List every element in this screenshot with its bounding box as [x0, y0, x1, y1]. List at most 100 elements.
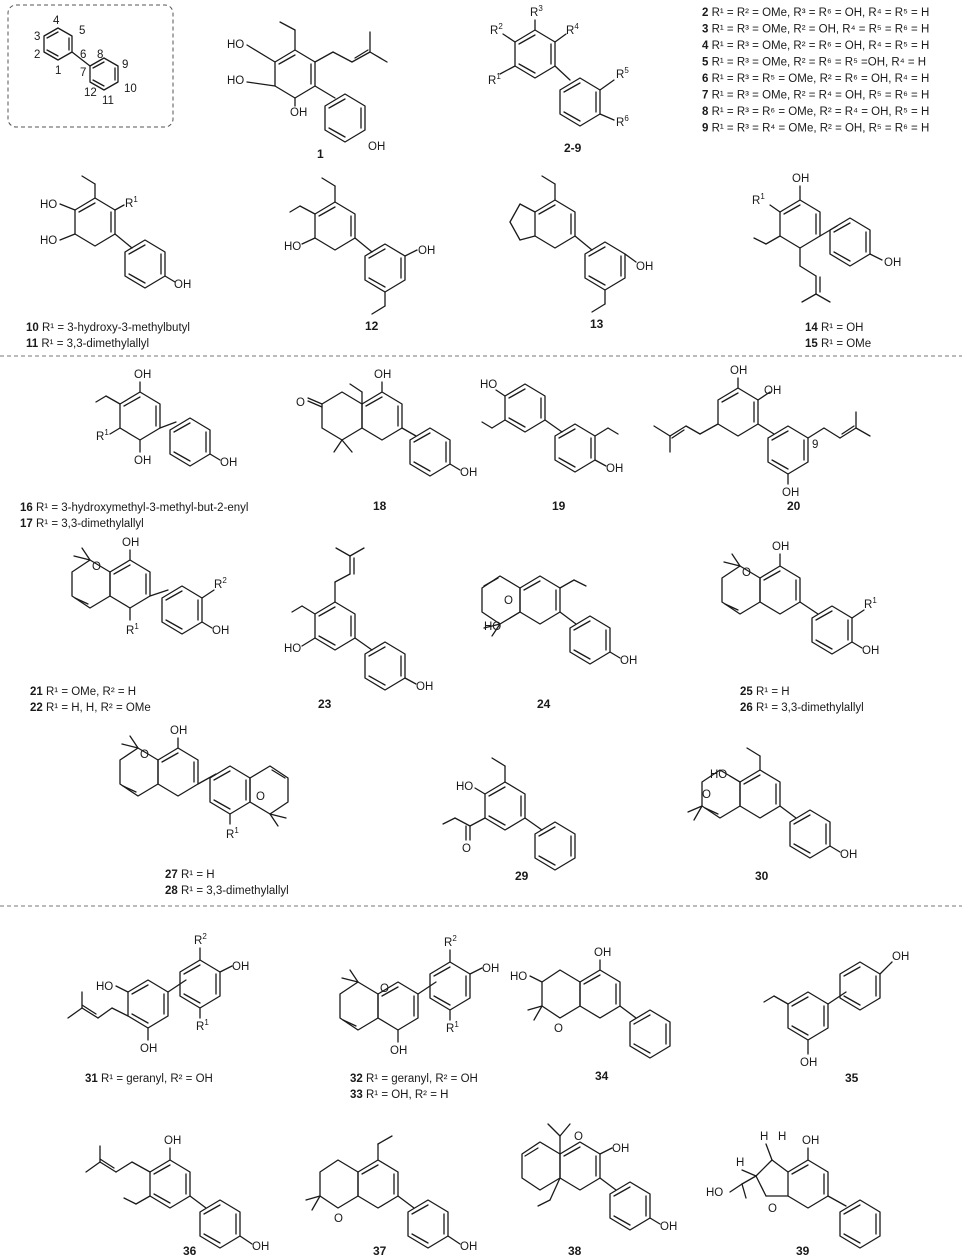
compound-number: 38 — [568, 1244, 582, 1258]
compound-31: R2 OH HO OH R1 31 R¹ = geranyl, R² = OH — [67, 932, 249, 1085]
compound-number: 29 — [515, 869, 529, 883]
svg-text:HO: HO — [40, 235, 57, 247]
svg-text:H: H — [760, 1131, 768, 1143]
skeleton-ring-a — [43, 27, 73, 61]
svg-text:OH: OH — [802, 1135, 819, 1147]
substituent-row: 4 R¹ = R³ = OMe, R² = R⁶ = OH, R⁴ = R⁵ =… — [702, 40, 929, 52]
svg-text:21 R¹ = OMe, R² = H: 21 R¹ = OMe, R² = H — [30, 686, 136, 698]
svg-text:O: O — [574, 1131, 583, 1143]
compound-14-15: OH R1 OH 14 R¹ = OH 15 R¹ = OMe — [752, 173, 901, 350]
svg-text:O: O — [554, 1023, 563, 1035]
svg-text:O: O — [768, 1203, 777, 1215]
svg-text:HO: HO — [480, 379, 497, 391]
compound-number: 23 — [318, 697, 332, 711]
svg-text:HO: HO — [227, 75, 244, 87]
substituent-row: 3 R¹ = R³ = OMe, R² = OH, R⁴ = R⁵ = R⁶ =… — [702, 24, 929, 36]
svg-text:OH: OH — [140, 1043, 157, 1055]
svg-text:OH: OH — [482, 963, 499, 975]
svg-text:OH: OH — [252, 1241, 269, 1253]
compound-number: 19 — [552, 499, 566, 513]
svg-text:OH: OH — [594, 947, 611, 959]
compound-37: O OH 37 — [305, 1135, 477, 1258]
svg-text:R1: R1 — [864, 596, 877, 611]
compound-number: 35 — [845, 1071, 859, 1085]
svg-text:O: O — [92, 561, 101, 573]
compound-number: 34 — [595, 1069, 609, 1083]
svg-text:R2: R2 — [490, 22, 503, 37]
svg-text:HO: HO — [284, 643, 301, 655]
substituent-row: 5 R¹ = R³ = OMe, R² = R⁶ = R⁵ =OH, R⁴ = … — [702, 57, 926, 69]
svg-text:11 R¹ = 3,3-dimethylallyl: 11 R¹ = 3,3-dimethylallyl — [26, 338, 149, 350]
svg-text:HO: HO — [706, 1187, 723, 1199]
svg-text:O: O — [504, 595, 513, 607]
compound-39: O OH HO H H H 39 — [706, 1131, 881, 1258]
compound-16-17: OH R1 OH OH 16 R¹ = 3-hydroxymethyl-3-me… — [20, 369, 249, 530]
compound-number: 20 — [787, 499, 801, 513]
svg-text:27 R¹ = H: 27 R¹ = H — [165, 869, 215, 881]
svg-text:OH: OH — [390, 1045, 407, 1057]
svg-text:O: O — [742, 567, 751, 579]
svg-text:14 R¹ = OH: 14 R¹ = OH — [805, 322, 863, 334]
svg-text:9: 9 — [812, 439, 818, 451]
svg-text:R3: R3 — [530, 4, 543, 19]
skeleton-num-7: 7 — [80, 67, 86, 79]
compound-34: O OH HO 34 — [510, 947, 671, 1083]
svg-text:OH: OH — [772, 541, 789, 553]
compound-number: 13 — [590, 317, 604, 331]
compound-1: HO HO OH OH 1 — [227, 21, 388, 161]
svg-text:OH: OH — [792, 173, 809, 185]
svg-text:R4: R4 — [566, 22, 579, 37]
svg-text:OH: OH — [134, 455, 151, 467]
svg-text:OH: OH — [374, 369, 391, 381]
compound-38: O OH OH 38 — [521, 1123, 677, 1258]
compound-number: 39 — [796, 1244, 810, 1258]
svg-text:H: H — [778, 1131, 786, 1143]
compound-number: 36 — [183, 1244, 197, 1258]
svg-text:31 R¹ = geranyl, R² = OH: 31 R¹ = geranyl, R² = OH — [85, 1073, 213, 1085]
compound-18: OH O OH 18 — [296, 369, 477, 513]
svg-text:R2: R2 — [214, 576, 227, 591]
skeleton-num-3: 3 — [34, 31, 40, 43]
svg-text:15 R¹ = OMe: 15 R¹ = OMe — [805, 338, 871, 350]
substituent-row: 7 R¹ = R³ = OMe, R² = R⁴ = OH, R⁵ = R⁶ =… — [702, 90, 929, 102]
svg-text:R1: R1 — [196, 1018, 209, 1033]
svg-text:HO: HO — [227, 39, 244, 51]
skeleton-num-12: 12 — [84, 87, 97, 99]
compound-number: 1 — [317, 147, 324, 161]
svg-text:OH: OH — [800, 1057, 817, 1069]
skeleton-num-11: 11 — [102, 95, 114, 107]
compound-number: 18 — [373, 499, 387, 513]
compound-number: 12 — [365, 319, 379, 333]
svg-text:OH: OH — [612, 1143, 629, 1155]
svg-text:17 R¹ = 3,3-dimethylallyl: 17 R¹ = 3,3-dimethylallyl — [20, 518, 144, 530]
compound-2-9: R3 R2 R4 R1 R5 R6 2-9 — [488, 4, 629, 155]
biphenyl-skeleton: 4 5 3 6 2 1 8 7 9 10 12 11 — [7, 4, 174, 128]
svg-text:OH: OH — [606, 463, 623, 475]
svg-text:OH: OH — [460, 1241, 477, 1253]
svg-text:33 R¹ = OH, R² = H: 33 R¹ = OH, R² = H — [350, 1089, 448, 1101]
svg-text:R6: R6 — [616, 114, 629, 129]
compound-19: HO OH 19 — [480, 379, 623, 513]
svg-text:HO: HO — [710, 769, 727, 781]
compound-23: HO OH 23 — [284, 547, 433, 711]
compound-32-33: O R2 OH OH R1 32 R¹ = geranyl, R² = OH 3… — [339, 934, 499, 1101]
substituent-row: 8 R¹ = R³ = R⁶ = OMe, R² = R⁴ = OH, R⁵ =… — [702, 106, 929, 118]
skeleton-num-2: 2 — [34, 49, 40, 61]
svg-text:O: O — [702, 789, 711, 801]
svg-text:OH: OH — [460, 467, 477, 479]
compound-13: OH 13 — [509, 175, 653, 331]
svg-text:OH: OH — [764, 385, 781, 397]
svg-text:OH: OH — [636, 261, 653, 273]
svg-text:OH: OH — [134, 369, 151, 381]
svg-text:OH: OH — [620, 655, 637, 667]
svg-text:O: O — [256, 791, 265, 803]
svg-text:OH: OH — [892, 951, 909, 963]
skeleton-num-9: 9 — [122, 59, 128, 71]
svg-text:OH: OH — [418, 245, 435, 257]
compound-number: 2-9 — [564, 141, 582, 155]
skeleton-num-1: 1 — [55, 65, 61, 77]
svg-text:OH: OH — [884, 257, 901, 269]
svg-text:HO: HO — [40, 199, 57, 211]
svg-text:R1: R1 — [96, 428, 109, 443]
